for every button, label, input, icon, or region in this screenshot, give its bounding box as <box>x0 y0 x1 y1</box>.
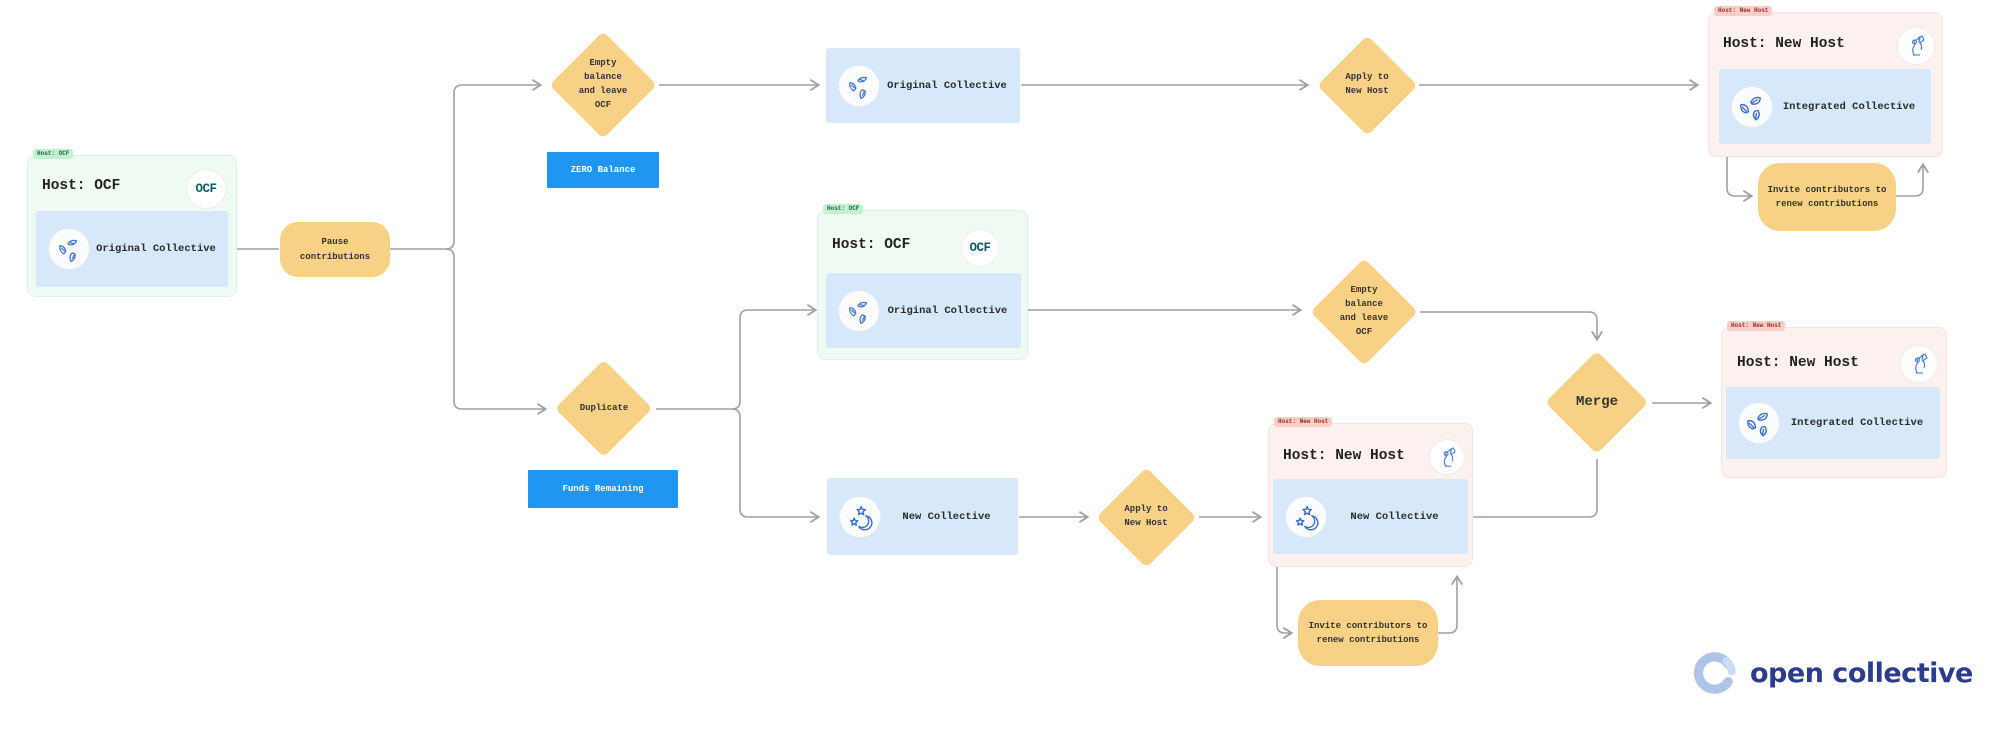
new-host-doodle-icon <box>1900 345 1938 383</box>
collective-label: Integrated Collective <box>1782 100 1916 113</box>
collective-box-new: New Collective <box>1273 479 1468 554</box>
stars-collective-icon <box>839 495 881 538</box>
collective-box-integrated: Integrated Collective <box>1719 69 1931 144</box>
decision-empty-balance-1: Empty balance and leave OCF <box>547 29 659 141</box>
collective-box-original: Original Collective <box>826 273 1021 348</box>
decision-merge: Merge <box>1543 349 1651 457</box>
collective-label: Original Collective <box>96 243 216 255</box>
host-badge: Host: New Host <box>1274 417 1333 427</box>
process-pause-contributions: Pause contributions <box>280 222 390 277</box>
collective-label: New Collective <box>1350 510 1439 523</box>
feather-collective-icon <box>838 289 880 332</box>
collective-box-original: Original Collective <box>36 211 228 287</box>
collective-label: New Collective <box>902 510 991 523</box>
collective-label: Original Collective <box>887 79 1007 92</box>
decision-duplicate: Duplicate <box>553 358 655 460</box>
host-badge: Host: OCF <box>823 204 864 214</box>
ocf-logo-text: OCF <box>195 182 217 196</box>
collective-box-new-standalone: New Collective <box>827 478 1018 555</box>
host-title: Host: OCF <box>42 178 121 194</box>
collective-label: Original Collective <box>887 304 1008 317</box>
tag-zero-balance: ZERO Balance <box>547 152 659 188</box>
collective-box-original-standalone: Original Collective <box>826 48 1020 123</box>
brand-wordmark: open collective <box>1750 657 1973 689</box>
host-card-new-host-2: Host: New Host Host: New Host New Collec… <box>1268 417 1473 567</box>
tag-funds-remaining: Funds Remaining <box>528 470 678 508</box>
new-host-doodle-icon <box>1429 439 1465 475</box>
host-badge: Host: OCF <box>33 149 74 159</box>
host-card-new-host-3: Host: New Host Host: New Host Integrated… <box>1721 321 1947 478</box>
open-collective-mark-icon <box>1694 652 1736 694</box>
host-badge: Host: New Host <box>1727 321 1786 331</box>
decision-apply-new-host-1: Apply to New Host <box>1315 33 1419 137</box>
feather-collective-icon <box>48 228 90 270</box>
collective-label: Integrated Collective <box>1790 417 1924 429</box>
process-invite-contributors-1: Invite contributors to renew contributio… <box>1758 163 1896 231</box>
host-title: Host: OCF <box>832 237 911 253</box>
process-invite-contributors-2: Invite contributors to renew contributio… <box>1298 600 1438 666</box>
collective-box-integrated: Integrated Collective <box>1726 387 1940 459</box>
new-host-doodle-icon <box>1897 27 1935 65</box>
host-title: Host: New Host <box>1723 36 1845 52</box>
feather-collective-icon <box>838 64 880 107</box>
ocf-logo-circle: OCF <box>186 169 226 209</box>
ocf-logo-text: OCF <box>969 241 991 255</box>
host-title: Host: New Host <box>1737 355 1859 371</box>
host-card-ocf-1: Host: OCF Host: OCF OCF Original Collect… <box>27 149 237 297</box>
ocf-logo-circle: OCF <box>961 229 999 267</box>
host-card-ocf-2: Host: OCF Host: OCF OCF Original Collect… <box>817 204 1028 360</box>
leaf-collective-icon <box>1731 85 1773 128</box>
host-card-new-host-1: Host: New Host Host: New Host Integrated… <box>1708 6 1943 157</box>
leaf-collective-icon <box>1738 402 1780 444</box>
stars-collective-icon <box>1285 495 1327 538</box>
open-collective-logo: open collective <box>1692 650 1973 696</box>
decision-empty-balance-2: Empty balance and leave OCF <box>1308 256 1420 368</box>
decision-apply-new-host-2: Apply to New Host <box>1094 465 1198 569</box>
host-badge: Host: New Host <box>1714 6 1773 16</box>
host-title: Host: New Host <box>1283 448 1405 464</box>
